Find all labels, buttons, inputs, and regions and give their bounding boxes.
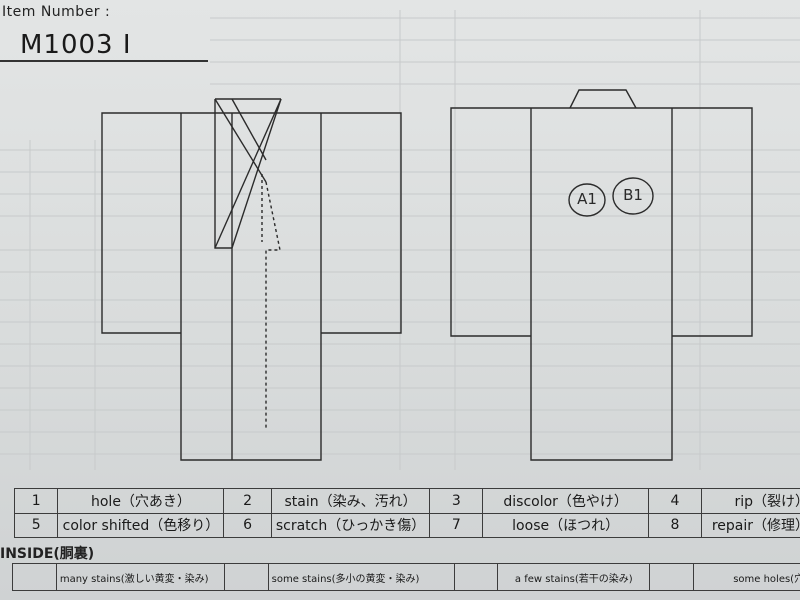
marker-circle-b1 [612,177,654,215]
defect-label: loose（ほつれ） [482,512,649,538]
front-left-sleeve [101,112,181,334]
front-body [180,113,322,461]
inside-checkbox-cell [649,563,695,591]
inside-option-label: some holes(穴) [693,563,800,591]
defect-label: stain（染み、汚れ） [270,488,431,514]
defect-label: color shifted（色移り） [57,512,225,538]
inside-option-label: many stains(激しい黄変・染み) [55,563,225,591]
defect-row-2: 5 color shifted（色移り） 6 scratch（ひっかき傷） 7 … [13,512,800,538]
defect-label: rip（裂け） [701,488,800,514]
back-right-sleeve [672,107,753,337]
inside-option-label: a few stains(若干の染み) [497,563,651,591]
defect-num: 4 [647,488,703,514]
defect-marker-b1: B1 [623,186,643,204]
inside-lining-row: many stains(激しい黄変・染み) some stains(多小の黄変・… [12,563,800,591]
kimono-front-diagram [101,98,402,461]
defect-marker-a1: A1 [577,190,597,208]
inside-lining-title: INSIDE(胴裏) [0,546,95,562]
defect-row-1: 1 hole（穴あき） 2 stain（染み、汚れ） 3 discolor（色や… [13,488,800,514]
item-number-underline [0,60,208,62]
defect-key-table: 1 hole（穴あき） 2 stain（染み、汚れ） 3 discolor（色や… [13,488,800,538]
defect-num: 2 [223,488,272,514]
item-number-label: Item Number : [2,4,111,20]
inside-option-label: some stains(多小の黄変・染み) [267,563,455,591]
marker-circle-a1 [568,183,606,217]
back-collar [569,89,637,109]
reverse-side-bleed [0,10,800,470]
inside-checkbox-cell [12,563,57,591]
defect-num: 5 [13,512,59,538]
garment-diagrams [101,89,753,461]
back-left-sleeve [450,107,531,337]
defect-label: scratch（ひっかき傷） [270,512,431,538]
defect-num: 8 [647,512,703,538]
defect-label: repair（修理） [701,512,800,538]
inside-checkbox-cell [223,563,269,591]
inside-lining-table: many stains(激しい黄変・染み) some stains(多小の黄変・… [12,563,800,591]
back-body [530,108,673,461]
defect-label: hole（穴あき） [57,488,225,514]
inside-checkbox-cell [453,563,499,591]
front-right-sleeve [321,112,402,334]
defect-num: 7 [429,512,484,538]
kimono-back-diagram [450,89,753,461]
item-number-value: M1003 I [20,30,132,60]
defect-num: 1 [13,488,59,514]
defect-num: 3 [429,488,484,514]
defect-num: 6 [223,512,272,538]
defect-label: discolor（色やけ） [482,488,649,514]
